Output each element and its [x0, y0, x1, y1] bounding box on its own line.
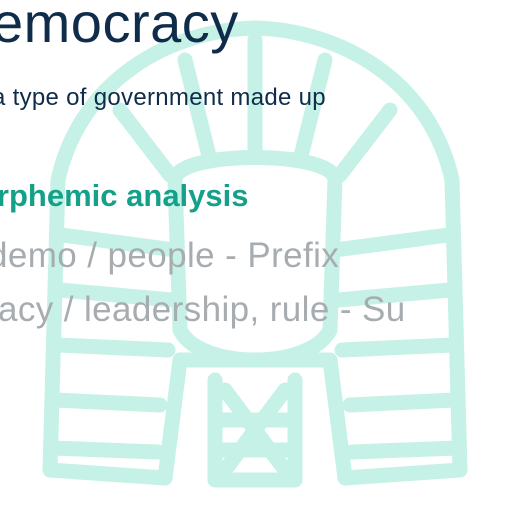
page-title: emocracy — [0, 0, 239, 54]
definition-text: a type of government made up — [0, 84, 326, 111]
morpheme-line-prefix: demo / people - Prefix — [0, 236, 340, 275]
morpheme-line-suffix: cracy / leadership, rule - Su — [0, 290, 406, 329]
analysis-heading: orphemic analysis — [0, 178, 249, 213]
